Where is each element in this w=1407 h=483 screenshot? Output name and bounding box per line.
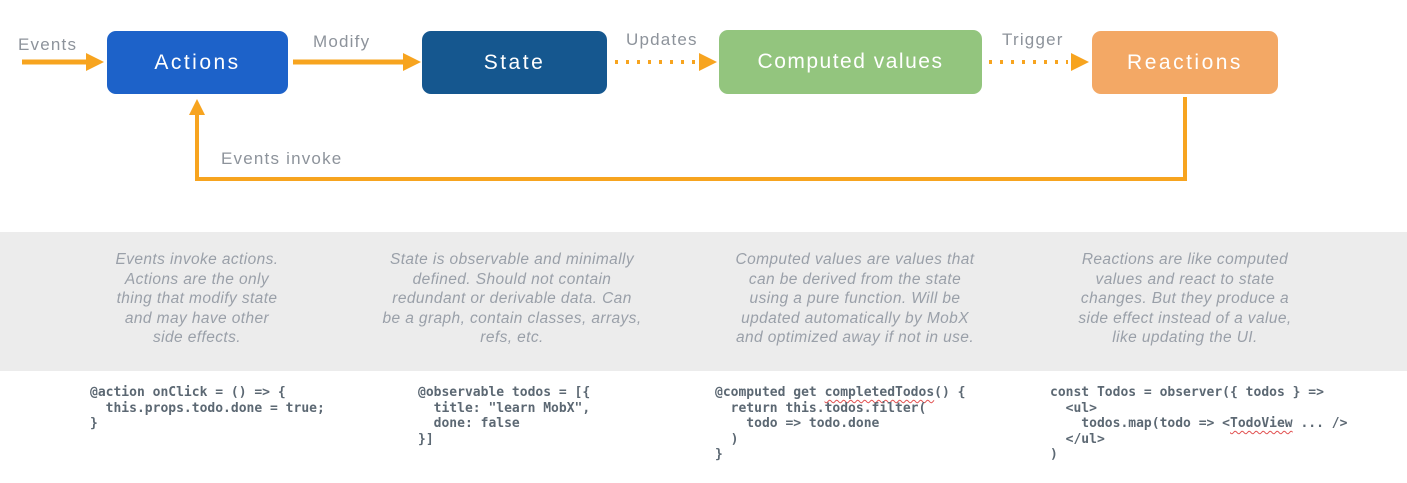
modify-label: Modify [313,32,371,51]
code-line: done: false [418,416,520,431]
state-box: State [422,31,607,94]
code-line: @action onClick = () => { [90,385,286,400]
description-line: Reactions are like computed [1081,251,1289,268]
description-line: redundant or derivable data. Can [392,290,632,307]
action-code-snippet: @action onClick = () => { this.props.tod… [90,385,325,432]
modify-arrow [293,53,421,71]
code-line: const Todos = observer({ todos } => [1050,385,1324,400]
description-line: updated automatically by MobX [741,309,969,327]
description-line: thing that modify state [116,290,278,307]
spellcheck-squiggle-text: completedTodos [824,385,935,400]
code-line: <ul> [1050,400,1097,416]
description-line: like updating the UI. [1112,329,1258,346]
code-line: title: "learn MobX", [418,400,591,416]
updates-label: Updates [626,30,698,49]
observer-code-snippet: const Todos = observer({ todos } => <ul>… [1050,385,1347,463]
computed-code-snippet: @computed get completedTodos() { return … [715,385,965,463]
description-line: Events invoke actions. [115,251,279,268]
computed-values-description: Computed values are values that can be d… [690,250,1020,348]
reactions-description: Reactions are like computed values and r… [1020,250,1350,348]
updates-dotted-arrow [615,53,717,71]
actions-box: Actions [107,31,288,94]
code-line: this.props.todo.done = true; [90,400,325,416]
description-line: and may have other [124,309,270,327]
description-line: defined. Should not contain [412,270,612,288]
code-line: ) [1050,447,1058,462]
code-line: todos.map(todo => <TodoView ... /> [1050,416,1347,432]
trigger-label: Trigger [1002,30,1064,49]
description-line: values and react to state [1095,270,1275,288]
description-line: side effect instead of a value, [1078,309,1292,327]
code-line: @computed get completedTodos() { [715,385,965,401]
code-line: return this.todos.filter( [715,400,927,416]
description-line: using a pure function. Will be [749,290,961,307]
events-invoke-feedback-arrow [189,97,1187,181]
actions-description: Events invoke actions. Actions are the o… [67,250,327,348]
code-line: @observable todos = [{ [418,385,591,400]
code-line: </ul> [1050,431,1105,447]
events-arrow [22,53,104,71]
reactions-box: Reactions [1092,31,1278,94]
description-line: can be derived from the state [748,270,962,288]
flow-arrows [22,53,1187,181]
description-line: and optimized away if not in use. [735,329,975,346]
code-line: todo => todo.done [715,416,880,431]
code-text: ... /> [1292,416,1348,431]
code-line: } [90,416,98,431]
observable-code-snippet: @observable todos = [{ title: "learn Mob… [418,385,590,447]
code-line: ) [715,431,739,447]
description-line: State is observable and minimally [389,251,635,268]
code-snippets-row: @action onClick = () => { this.props.tod… [0,371,1407,483]
events-invoke-label: Events invoke [221,149,343,168]
description-line: changes. But they produce a [1080,290,1290,307]
code-line: }] [418,431,434,447]
computed-values-box: Computed values [719,30,982,94]
description-line: Actions are the only [124,270,270,288]
events-label: Events [18,35,78,54]
trigger-dotted-arrow [989,53,1089,71]
code-line: } [715,447,723,462]
description-band: Events invoke actions. Actions are the o… [0,232,1407,371]
description-line: be a graph, contain classes, arrays, [382,309,642,327]
description-line: Computed values are values that [735,251,975,268]
code-text: () { [934,385,966,400]
flow-diagram-area: Events Modify Updates Trigger Events inv… [0,0,1407,232]
code-text: todos.map(todo => < [1050,416,1231,431]
code-text: @computed get [715,385,825,400]
state-description: State is observable and minimally define… [347,250,677,348]
spellcheck-squiggle-text: TodoView [1230,416,1293,431]
description-line: side effects. [153,329,241,346]
description-line: refs, etc. [480,329,544,346]
